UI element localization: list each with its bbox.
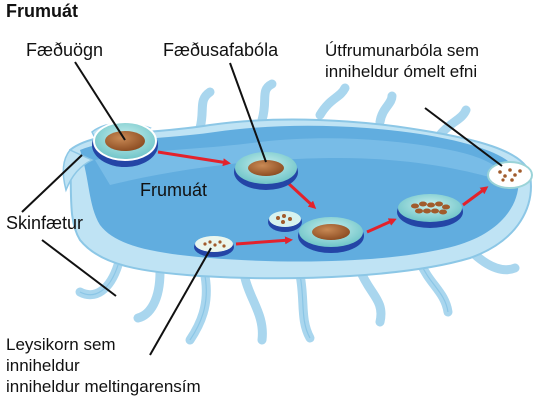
exocytic-vacuole-label-line2: inniheldur ómelt efni (325, 62, 478, 81)
lysosome (194, 236, 234, 257)
exocytic-vacuole-label-line1: Útfrumunarbóla sem (325, 41, 480, 60)
small-lysosome (268, 211, 302, 232)
pseudopodia-label: Skinfætur (6, 213, 84, 233)
phagocytosis-label: Frumuát (140, 180, 208, 200)
lysosome-label-line3: inniheldur meltingarensím (6, 377, 201, 396)
digesting-vacuole (397, 194, 463, 228)
lysosome-label-line1: Leysikorn sem (6, 335, 116, 354)
process-arrows (157, 150, 489, 246)
diagram-title: Frumuát (6, 1, 78, 21)
food-vacuole-label: Fæðusafabóla (163, 40, 279, 60)
merging-vacuole (298, 217, 364, 253)
exocytic-vacuole (487, 161, 533, 189)
food-particle-label: Fæðuögn (26, 40, 104, 60)
lysosome-label-line2: inniheldur (6, 356, 80, 375)
food-particle-vacuole (92, 121, 158, 167)
food-vacuole (234, 152, 298, 190)
leader-lines (21, 61, 503, 356)
